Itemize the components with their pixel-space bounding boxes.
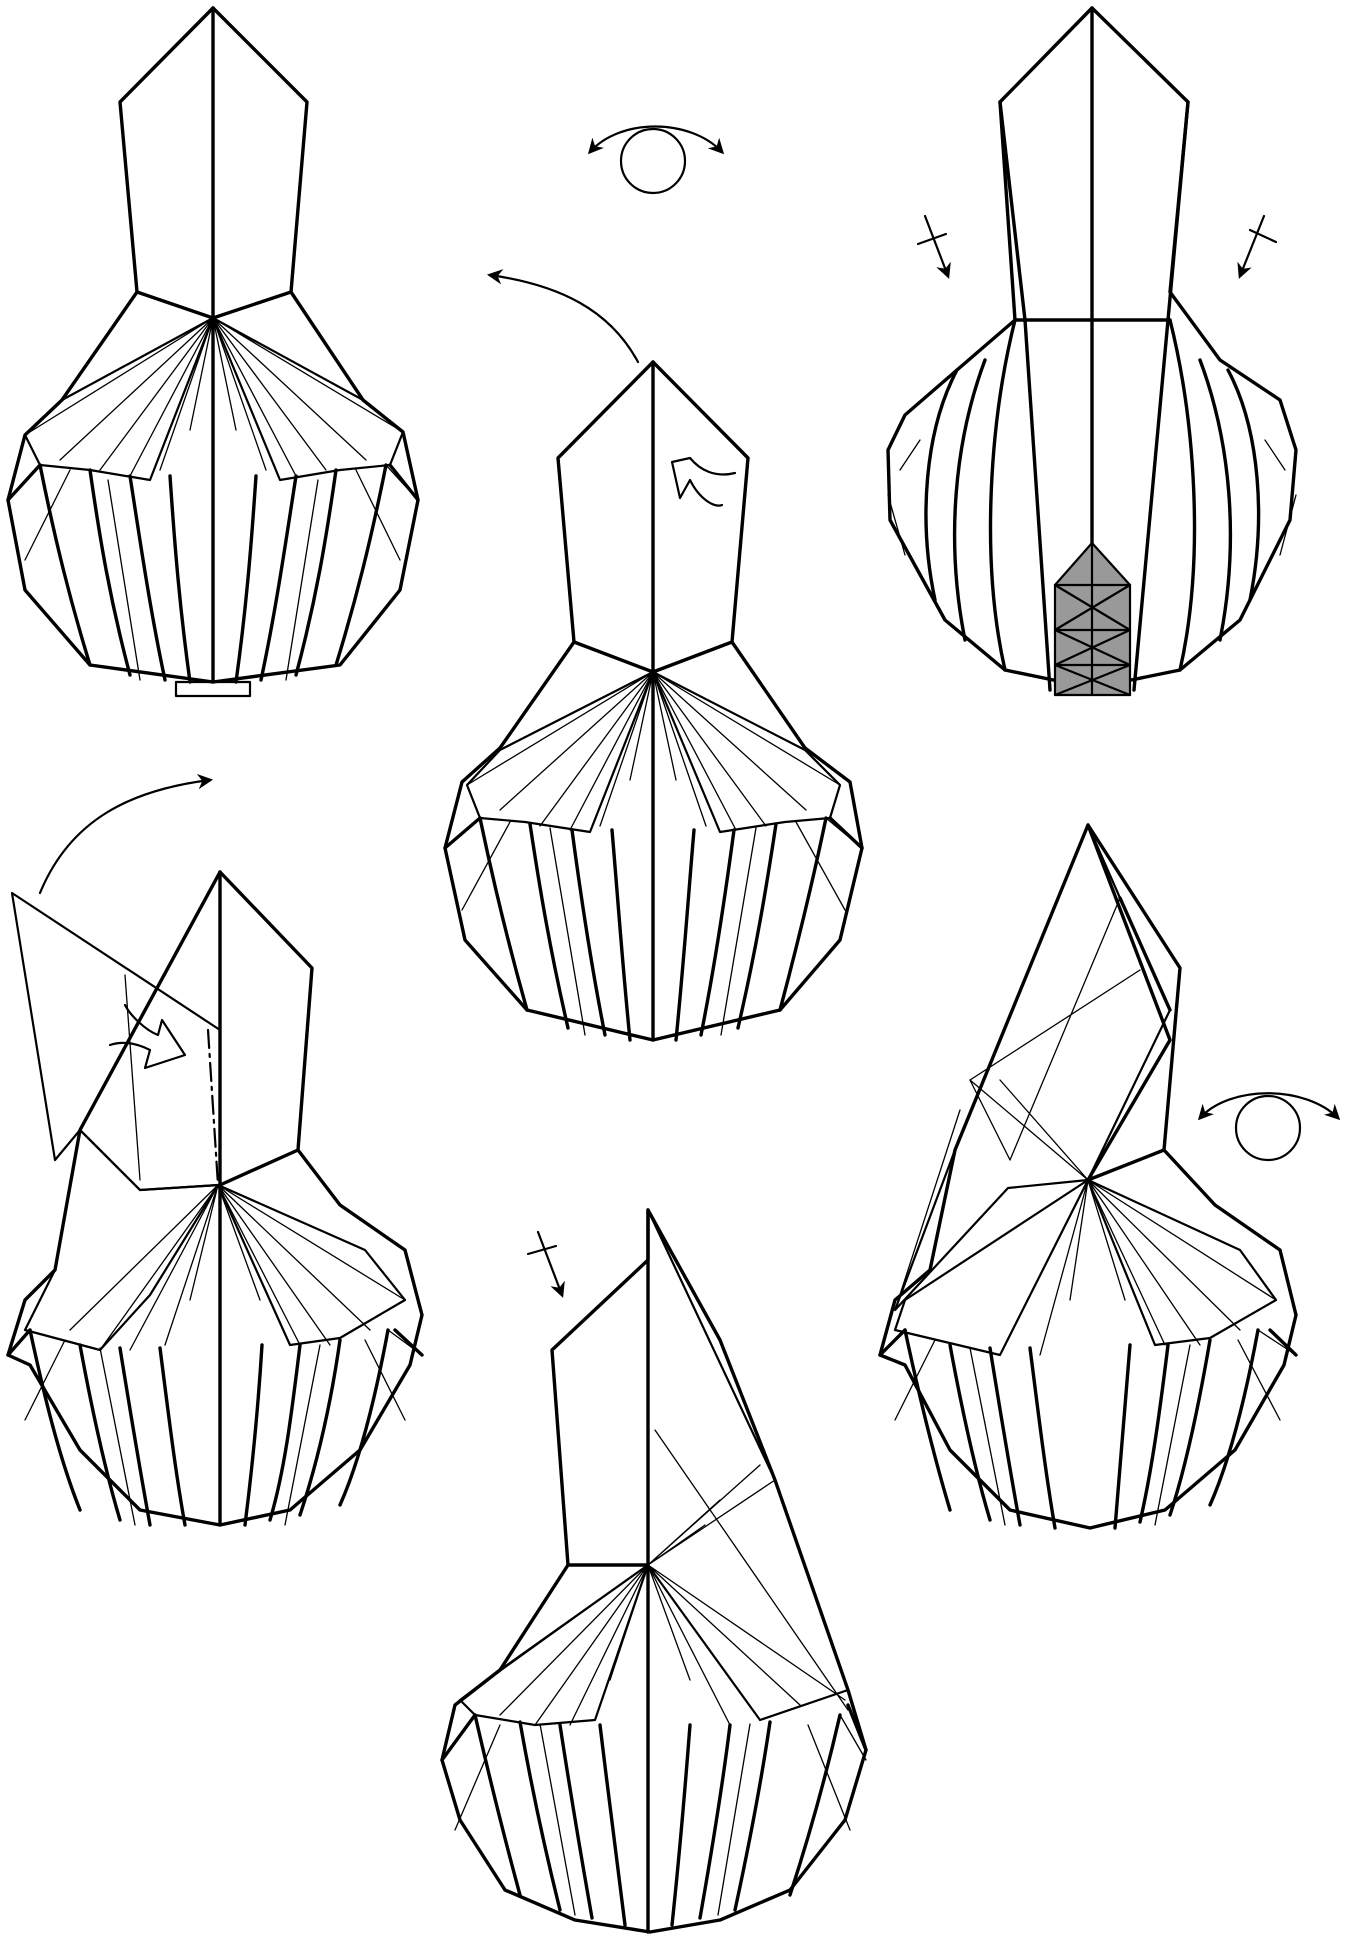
- step-1: [8, 8, 418, 696]
- step-3: [888, 8, 1296, 695]
- fold-behind-arrow-icon: [1240, 216, 1276, 276]
- fold-arrow-icon: [40, 780, 210, 893]
- fold-arrow-icon: [490, 275, 638, 362]
- turn-over-symbol-icon: [590, 127, 722, 194]
- fold-behind-arrow-icon: [528, 1232, 562, 1295]
- push-arrow-icon: [110, 1005, 185, 1068]
- unfold-arrow-icon: [672, 458, 735, 506]
- step-5: [880, 825, 1296, 1528]
- step-6: [442, 1210, 866, 1932]
- fold-behind-arrow-icon: [918, 216, 948, 276]
- step-2: [445, 275, 862, 1040]
- step-4: [8, 780, 422, 1525]
- turn-over-symbol-icon: [1200, 1093, 1338, 1160]
